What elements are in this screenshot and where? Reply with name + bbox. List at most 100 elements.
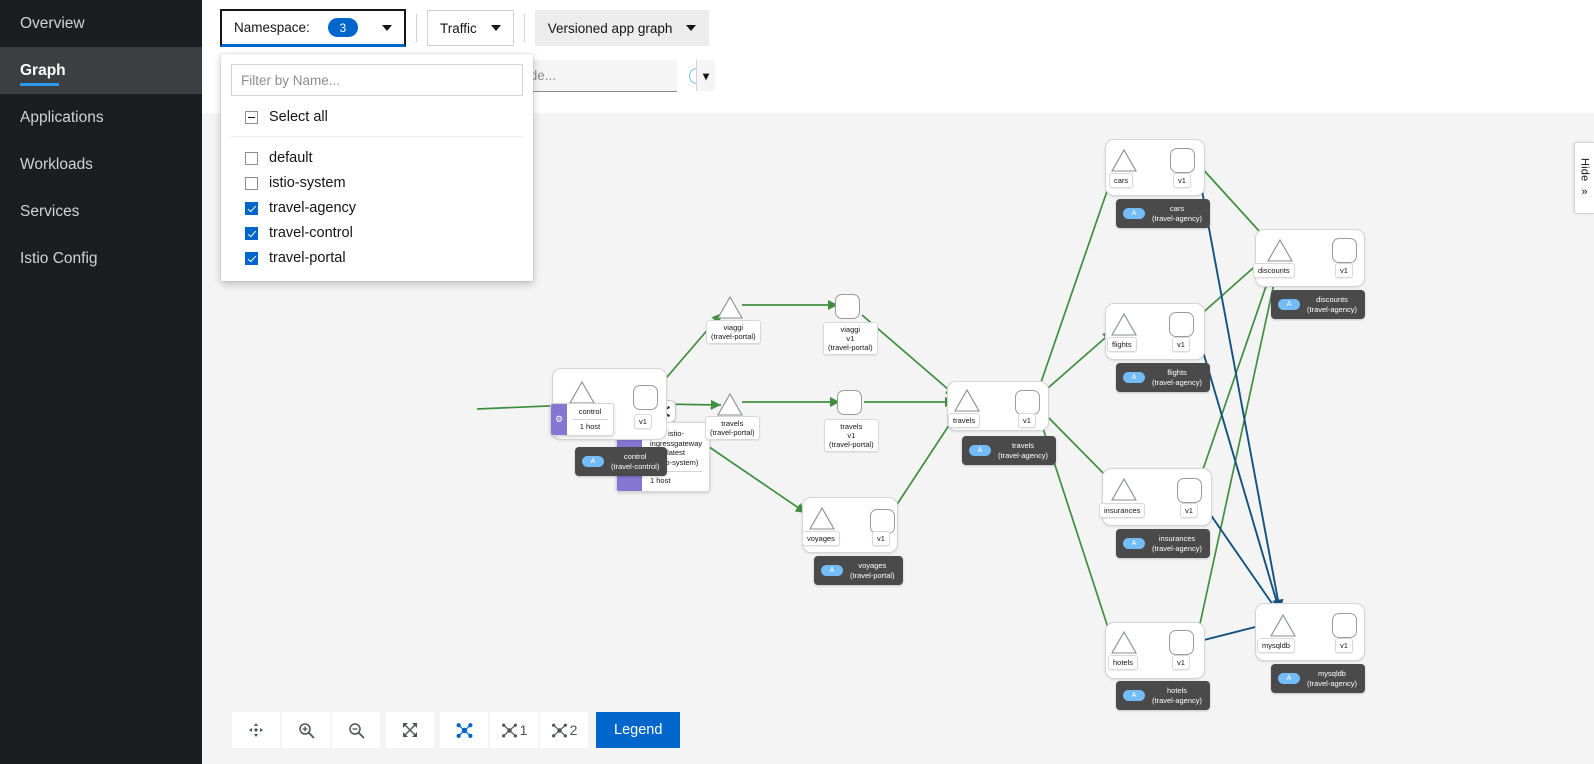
service-node-viaggi[interactable]	[717, 295, 743, 319]
sidebar-item-applications[interactable]: Applications	[0, 94, 202, 141]
app-badge-icon: A	[821, 565, 843, 576]
traffic-selector[interactable]: Traffic	[427, 10, 514, 46]
service-node-mysqldb[interactable]	[1270, 613, 1296, 637]
node-label-insurances-v1: v1	[1180, 503, 1198, 518]
group-badge-travels-agency[interactable]: A travels (travel-agency)	[962, 436, 1057, 465]
topology-icon	[551, 723, 567, 737]
drag-mode-button[interactable]	[232, 712, 280, 748]
hide-filter[interactable]: ▾	[509, 60, 716, 92]
checkbox-checked-icon[interactable]	[245, 227, 258, 240]
group-badge-control[interactable]: A control (travel-control)	[575, 447, 668, 476]
legend-button[interactable]: Legend	[596, 712, 681, 748]
sidebar-item-istio-config[interactable]: Istio Config	[0, 235, 202, 282]
node-label-hotels-v1: v1	[1172, 655, 1190, 670]
service-node-travels-agency[interactable]	[954, 388, 980, 412]
layout-2-button[interactable]: 2	[540, 712, 588, 748]
indeterminate-checkbox-icon[interactable]	[245, 110, 258, 124]
hide-input[interactable]	[509, 60, 696, 91]
version-node-flights-v1[interactable]	[1169, 312, 1194, 337]
group-badge-flights[interactable]: A flights (travel-agency)	[1116, 363, 1211, 392]
node-label-travels-agency-v1: v1	[1018, 413, 1036, 428]
group-badge-namespace: (travel-agency)	[1307, 678, 1358, 688]
node-label-discounts-v1: v1	[1335, 263, 1353, 278]
version-node-travels-portal-v1[interactable]	[837, 390, 862, 415]
checkbox-checked-icon[interactable]	[245, 252, 258, 265]
service-node-control[interactable]	[569, 380, 595, 404]
checkbox-icon[interactable]	[245, 152, 258, 165]
service-node-discounts[interactable]	[1267, 238, 1293, 262]
hide-panel-label: Hide	[1578, 158, 1591, 182]
igw-name: istio-ingressgateway	[650, 429, 703, 448]
namespace-option-label: istio-system	[269, 175, 346, 191]
namespace-selector[interactable]: Namespace: 3	[220, 9, 406, 47]
zoom-out-button[interactable]	[332, 712, 380, 748]
triangle-icon	[717, 295, 743, 319]
namespace-filter-input[interactable]	[231, 64, 523, 96]
graph-canvas[interactable]: › ☊ istio-ingressgateway latest (istio-s…	[202, 113, 1594, 764]
service-node-insurances[interactable]	[1111, 477, 1137, 501]
service-node-voyages[interactable]	[809, 506, 835, 530]
graph-bottom-toolbar: 1 2 Legend	[232, 712, 681, 748]
layout-default-button[interactable]	[440, 712, 488, 748]
igw-host-count: 1 host	[650, 476, 671, 485]
triangle-icon	[1267, 238, 1293, 262]
layout-1-button[interactable]: 1	[490, 712, 538, 748]
group-badge-app: mysqldb	[1318, 669, 1346, 678]
namespace-option-default[interactable]: default	[231, 146, 523, 171]
sidebar-item-services[interactable]: Services	[0, 188, 202, 235]
checkbox-checked-icon[interactable]	[245, 202, 258, 215]
group-badge-cars[interactable]: A cars (travel-agency)	[1116, 199, 1211, 228]
service-node-hotels[interactable]	[1111, 630, 1137, 654]
version-node-hotels-v1[interactable]	[1169, 630, 1194, 655]
sidebar-item-graph[interactable]: Graph	[0, 47, 202, 94]
namespace-option-travel-portal[interactable]: travel-portal	[231, 246, 523, 271]
service-node-flights[interactable]	[1111, 312, 1137, 336]
group-badge-insurances[interactable]: A insurances (travel-agency)	[1116, 529, 1211, 558]
version-node-mysqldb-v1[interactable]	[1332, 613, 1357, 638]
layout-1-label: 1	[519, 722, 528, 738]
traffic-label: Traffic	[440, 20, 477, 36]
expand-arrows-icon	[403, 723, 417, 737]
graph-type-selector[interactable]: Versioned app graph	[534, 10, 710, 46]
group-badge-mysqldb[interactable]: A mysqldb (travel-agency)	[1271, 664, 1366, 693]
zoom-in-icon	[298, 722, 314, 738]
group-badge-app: travels	[1011, 441, 1035, 450]
fit-to-screen-button[interactable]	[386, 712, 434, 748]
version-node-insurances-v1[interactable]	[1177, 478, 1202, 503]
sidebar-item-overview[interactable]: Overview	[0, 0, 202, 47]
namespace-option-travel-agency[interactable]: travel-agency	[231, 196, 523, 221]
namespace-option-travel-control[interactable]: travel-control	[231, 221, 523, 246]
hide-side-panel-toggle[interactable]: Hide »	[1574, 142, 1594, 214]
node-label-hotels: hotels	[1108, 655, 1139, 670]
sidebar-item-label: Services	[20, 202, 80, 220]
label-line: travels	[721, 419, 744, 428]
node-label-travels-portal-v1: travels v1 (travel-portal)	[824, 419, 879, 452]
divider	[572, 419, 608, 420]
group-badge-hotels[interactable]: A hotels (travel-agency)	[1116, 681, 1211, 710]
version-node-discounts-v1[interactable]	[1332, 238, 1357, 263]
namespace-option-istio-system[interactable]: istio-system	[231, 171, 523, 196]
hide-dropdown-toggle[interactable]: ▾	[696, 60, 716, 91]
zoom-in-button[interactable]	[282, 712, 330, 748]
checkbox-icon[interactable]	[245, 177, 258, 190]
group-badge-discounts[interactable]: A discounts (travel-agency)	[1271, 290, 1366, 319]
service-node-cars[interactable]	[1111, 148, 1137, 172]
app-badge-icon: A	[1123, 690, 1145, 701]
version-node-control-v1[interactable]	[633, 385, 658, 410]
app-badge-icon: A	[969, 445, 991, 456]
version-node-voyages-v1[interactable]	[870, 509, 895, 534]
active-indicator	[20, 83, 59, 86]
select-all-row[interactable]: Select all	[231, 98, 523, 137]
group-badge-voyages[interactable]: A voyages (travel-portal)	[814, 556, 903, 585]
sidebar-item-workloads[interactable]: Workloads	[0, 141, 202, 188]
label-line: (travel-portal)	[828, 343, 873, 352]
virtualservice-card-control: ⚙ control 1 host	[550, 403, 614, 436]
label-line: travels	[840, 422, 863, 431]
version-node-viaggi-v1[interactable]	[835, 294, 860, 319]
service-node-travels-portal[interactable]	[717, 392, 743, 416]
version-node-travels-agency-v1[interactable]	[1015, 390, 1040, 415]
app-badge-icon: A	[1123, 208, 1145, 219]
group-badge-app: voyages	[858, 561, 887, 570]
label-line: v1	[847, 431, 856, 440]
version-node-cars-v1[interactable]	[1170, 148, 1195, 173]
